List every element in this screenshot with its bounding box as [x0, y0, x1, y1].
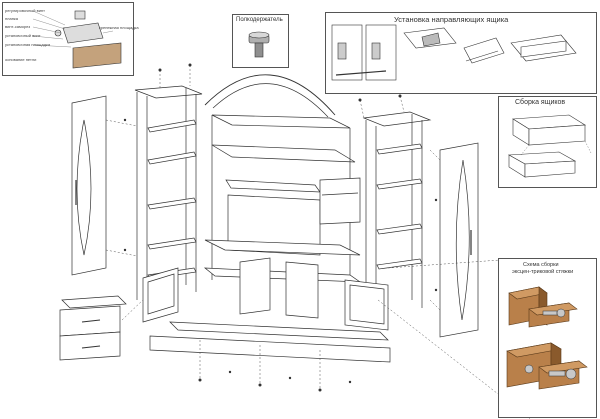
shelf-support-title: Полкодержатель	[236, 17, 283, 23]
drawer-assembly-title: Сборка ящиков	[515, 99, 566, 106]
left-lower-door	[142, 267, 179, 323]
cam-lock-illustration	[506, 286, 588, 390]
drawer-slides-callout: Установка направляющих ящика	[325, 12, 597, 94]
hinge-label-7: крепежная площадка	[99, 25, 139, 30]
shelf-support-callout: Полкодержатель	[232, 14, 289, 68]
right-lower-door	[344, 279, 389, 331]
drawers	[59, 295, 127, 361]
hinge-label-1: регулировочный винт	[5, 8, 45, 13]
slides-steps-illustration	[331, 24, 577, 81]
hinge-label-5: установочная площадка	[5, 42, 51, 47]
center-lower-doors	[239, 257, 319, 319]
eccentric-tie-title-1: Схема сборки	[523, 262, 559, 268]
left-door	[71, 95, 107, 276]
hinge-label-4: установочный винт	[5, 33, 41, 38]
hinge-label-6: основание петли	[5, 57, 37, 62]
central-unit	[203, 74, 362, 295]
hinge-label-2: планка	[5, 16, 18, 21]
drawer-slides-title: Установка направляющих ящика	[394, 15, 509, 24]
hinge-icon	[32, 10, 122, 69]
hinge-callout: регулировочный винт планка винт-саморез …	[2, 2, 139, 76]
eccentric-tie-callout: Схема сборки эксцен-триковой стяжки	[498, 258, 597, 418]
fasteners	[123, 63, 438, 392]
plinth-boards	[149, 321, 391, 363]
drawer-box-illustration	[507, 114, 592, 178]
left-shelf-tower	[134, 85, 203, 308]
eccentric-tie-title-2: эксцен-триковой стяжки	[512, 269, 574, 275]
right-shelf-tower	[319, 111, 432, 326]
shelf-pin-icon	[248, 31, 270, 58]
right-door	[439, 142, 479, 338]
hinge-label-3: винт-саморез	[5, 24, 31, 29]
drawer-assembly-callout: Сборка ящиков	[498, 96, 597, 188]
assembly-guide-lines	[105, 65, 531, 419]
